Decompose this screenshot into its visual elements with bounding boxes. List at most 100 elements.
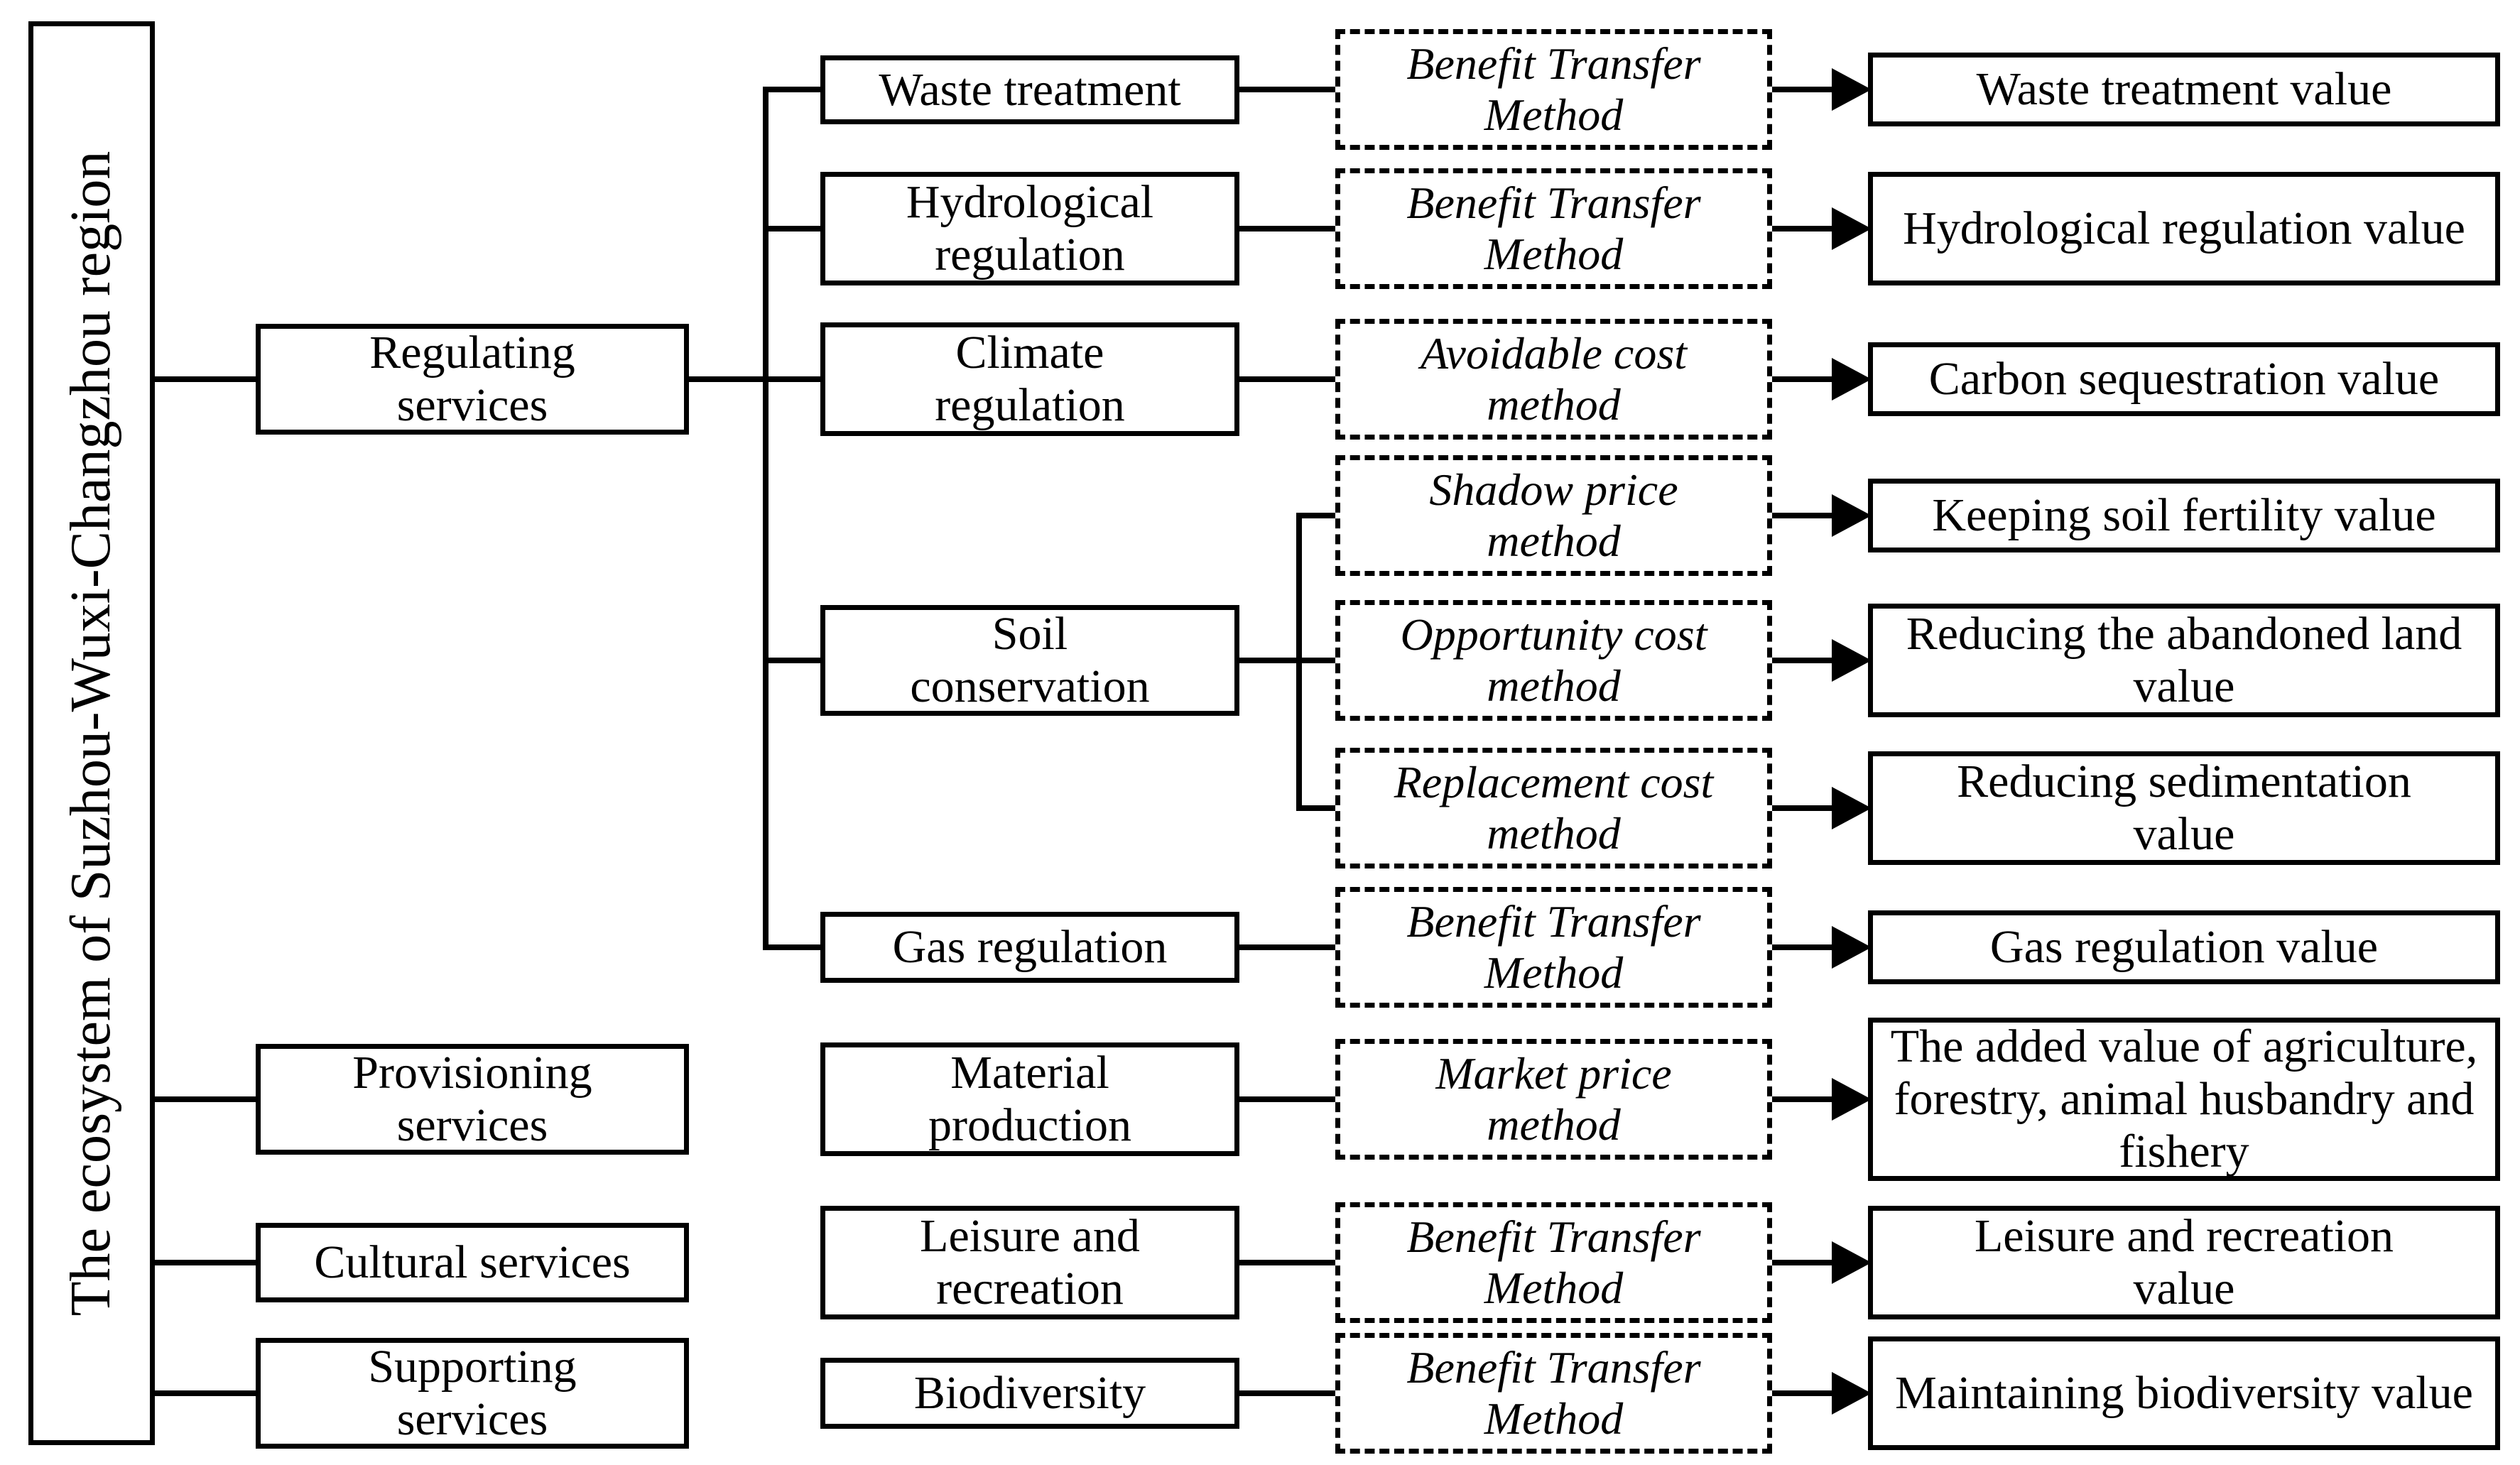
arrowhead-icon	[1832, 1078, 1872, 1121]
connector-line	[1296, 513, 1335, 518]
method-benefit-transfer-waste: Benefit Transfer Method	[1335, 29, 1772, 150]
function-label: Leisure and recreation	[920, 1210, 1140, 1314]
connector-line	[155, 1390, 256, 1396]
category-label: Supporting services	[368, 1341, 577, 1445]
method-label: Avoidable cost method	[1420, 328, 1688, 430]
method-benefit-transfer-gas: Benefit Transfer Method	[1335, 887, 1772, 1008]
arrow-line	[1772, 376, 1836, 382]
connector-line	[689, 376, 769, 382]
method-label: Benefit Transfer Method	[1406, 896, 1701, 998]
category-label: Regulating services	[369, 327, 575, 431]
category-cultural-services: Cultural services	[256, 1223, 689, 1302]
connector-line	[763, 226, 820, 232]
value-label: Leisure and recreation value	[1974, 1210, 2394, 1314]
arrowhead-icon	[1832, 1241, 1872, 1284]
category-regulating-services: Regulating services	[256, 324, 689, 435]
method-label: Shadow price method	[1429, 464, 1678, 566]
function-label: Waste treatment	[879, 63, 1181, 116]
arrowhead-icon	[1832, 1372, 1872, 1415]
connector-line	[155, 376, 256, 382]
function-gas-regulation: Gas regulation	[820, 912, 1239, 983]
value-label: Carbon sequestration value	[1928, 353, 2440, 405]
method-opportunity-cost: Opportunity cost method	[1335, 600, 1772, 721]
value-label: Hydrological regulation value	[1903, 202, 2465, 255]
connector-line	[1239, 1390, 1335, 1396]
function-waste-treatment: Waste treatment	[820, 55, 1239, 124]
connector-line	[763, 87, 820, 92]
connector-line	[1296, 805, 1335, 811]
ecosystem-root-box: The ecosystem of Suzhou-Wuxi-Changzhou r…	[28, 21, 155, 1445]
category-label: Cultural services	[314, 1236, 631, 1289]
value-hydrological-regulation: Hydrological regulation value	[1868, 172, 2500, 285]
connector-trunk	[1296, 513, 1302, 811]
method-avoidable-cost: Avoidable cost method	[1335, 319, 1772, 440]
method-label: Benefit Transfer Method	[1406, 1211, 1701, 1313]
function-soil-conservation: Soil conservation	[820, 605, 1239, 716]
connector-line	[1239, 1096, 1335, 1102]
function-label: Gas regulation	[892, 921, 1168, 974]
arrow-line	[1772, 658, 1836, 663]
category-provisioning-services: Provisioning services	[256, 1044, 689, 1155]
function-label: Soil conservation	[910, 608, 1150, 712]
connector-line	[1239, 226, 1335, 232]
category-label: Provisioning services	[352, 1047, 592, 1151]
function-label: Biodiversity	[913, 1367, 1146, 1420]
connector-line	[1239, 376, 1335, 382]
method-benefit-transfer-hydrological: Benefit Transfer Method	[1335, 168, 1772, 289]
arrow-line	[1772, 513, 1836, 518]
connector-line	[155, 1260, 256, 1265]
value-label: Maintaining biodiversity value	[1895, 1367, 2473, 1420]
method-replacement-cost: Replacement cost method	[1335, 748, 1772, 868]
function-climate-regulation: Climate regulation	[820, 322, 1239, 436]
function-label: Climate regulation	[935, 327, 1125, 431]
arrow-line	[1772, 1390, 1836, 1396]
arrowhead-icon	[1832, 639, 1872, 682]
method-label: Benefit Transfer Method	[1406, 178, 1701, 279]
value-keeping-soil-fertility: Keeping soil fertility value	[1868, 479, 2500, 552]
function-label: Material production	[928, 1047, 1131, 1151]
value-waste-treatment: Waste treatment value	[1868, 53, 2500, 126]
function-biodiversity: Biodiversity	[820, 1358, 1239, 1429]
method-benefit-transfer-biodiversity: Benefit Transfer Method	[1335, 1333, 1772, 1454]
value-maintaining-biodiversity: Maintaining biodiversity value	[1868, 1336, 2500, 1450]
method-benefit-transfer-leisure: Benefit Transfer Method	[1335, 1202, 1772, 1323]
connector-line	[1239, 1260, 1335, 1265]
arrow-line	[1772, 805, 1836, 811]
value-label: The added value of agriculture, forestry…	[1890, 1020, 2478, 1177]
arrowhead-icon	[1832, 787, 1872, 829]
method-label: Benefit Transfer Method	[1406, 38, 1701, 140]
arrowhead-icon	[1832, 358, 1872, 401]
arrowhead-icon	[1832, 68, 1872, 111]
method-shadow-price: Shadow price method	[1335, 455, 1772, 576]
value-leisure-recreation: Leisure and recreation value	[1868, 1206, 2500, 1319]
function-leisure-and-recreation: Leisure and recreation	[820, 1206, 1239, 1319]
arrow-line	[1772, 1260, 1836, 1265]
method-label: Replacement cost method	[1394, 757, 1714, 859]
method-market-price: Market price method	[1335, 1039, 1772, 1160]
arrowhead-icon	[1832, 494, 1872, 537]
value-gas-regulation: Gas regulation value	[1868, 910, 2500, 984]
value-reducing-sedimentation: Reducing sedimentation value	[1868, 751, 2500, 865]
connector-line	[1239, 658, 1335, 663]
value-label: Reducing the abandoned land value	[1906, 608, 2462, 712]
arrowhead-icon	[1832, 207, 1872, 250]
ecosystem-root-label: The ecosystem of Suzhou-Wuxi-Changzhou r…	[60, 151, 123, 1316]
value-label: Reducing sedimentation value	[1957, 756, 2411, 860]
method-label: Benefit Transfer Method	[1406, 1342, 1701, 1444]
method-label: Market price method	[1435, 1048, 1672, 1150]
arrow-line	[1772, 944, 1836, 950]
value-label: Keeping soil fertility value	[1932, 489, 2436, 542]
function-material-production: Material production	[820, 1042, 1239, 1156]
category-supporting-services: Supporting services	[256, 1338, 689, 1449]
connector-line	[763, 658, 820, 663]
value-label: Waste treatment value	[1976, 63, 2392, 116]
connector-line	[155, 1096, 256, 1102]
connector-trunk	[763, 87, 769, 950]
value-carbon-sequestration: Carbon sequestration value	[1868, 342, 2500, 416]
function-label: Hydrological regulation	[906, 176, 1154, 281]
arrow-line	[1772, 87, 1836, 92]
arrow-line	[1772, 1096, 1836, 1102]
value-added-agriculture-forestry: The added value of agriculture, forestry…	[1868, 1018, 2500, 1181]
function-hydrological-regulation: Hydrological regulation	[820, 172, 1239, 285]
